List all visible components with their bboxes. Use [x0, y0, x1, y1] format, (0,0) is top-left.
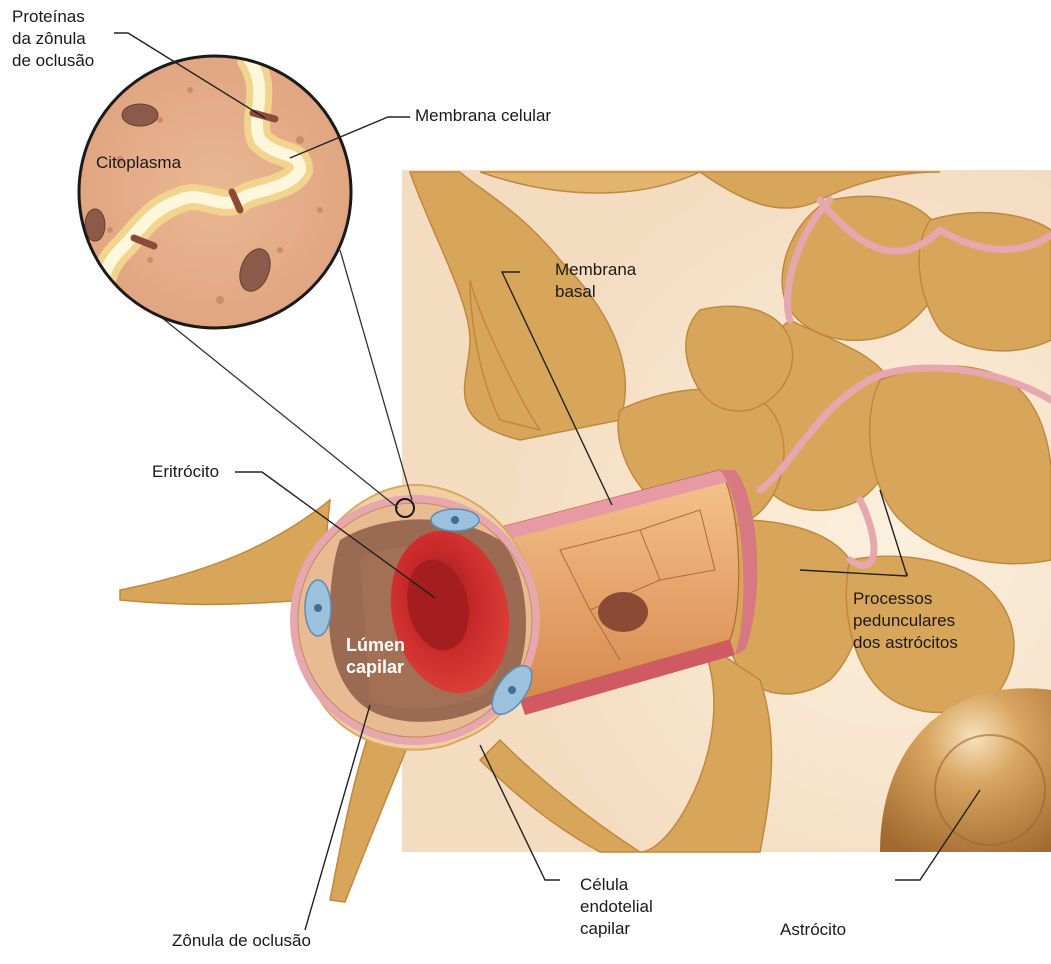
label-lumen-capilar: Lúmen capilar: [346, 634, 405, 678]
label-membrana-basal: Membrana basal: [555, 259, 636, 303]
label-proteinas: Proteínas da zônula de oclusão: [12, 6, 94, 72]
top-caption-fragment: [0, 0, 5, 21]
label-membrana-celular: Membrana celular: [415, 105, 551, 127]
label-astrocito: Astrócito: [780, 919, 846, 941]
label-zonula: Zônula de oclusão: [172, 930, 311, 952]
endothelial-nucleus: [598, 592, 648, 632]
label-celula-endotelial: Célula endotelial capilar: [580, 874, 653, 940]
label-eritrocito: Eritrócito: [152, 461, 219, 483]
zoom-inset: [79, 56, 351, 330]
label-processos: Processos pedunculares dos astrócitos: [853, 588, 958, 654]
label-citoplasma: Citoplasma: [96, 152, 181, 174]
